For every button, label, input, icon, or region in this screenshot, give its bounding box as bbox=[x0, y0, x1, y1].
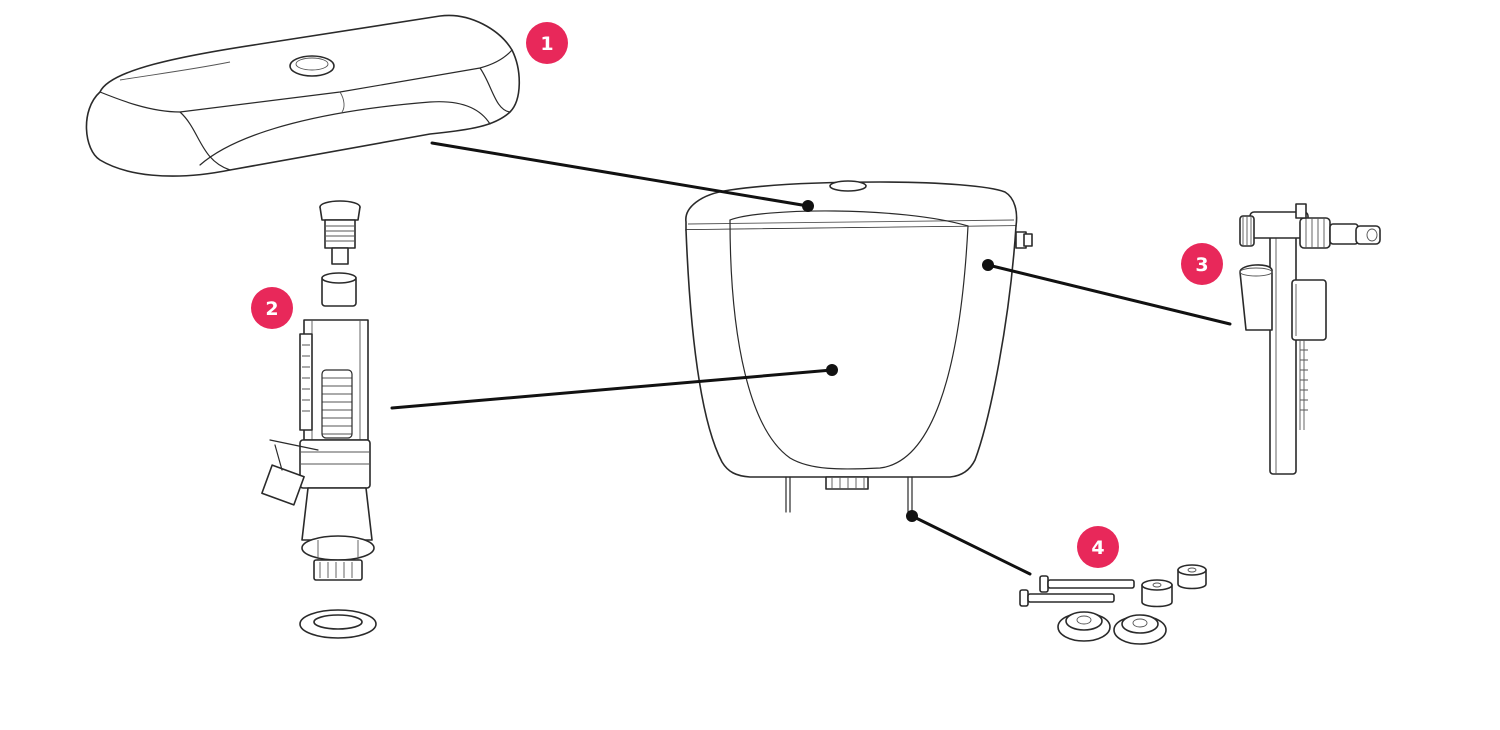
callout-number-3: 3 bbox=[1195, 254, 1208, 276]
leader-2 bbox=[390, 368, 834, 410]
leader-1 bbox=[430, 141, 810, 208]
leader-1-dot bbox=[802, 200, 814, 212]
mounting-kit-part bbox=[1019, 564, 1207, 645]
tank-lid-part bbox=[85, 14, 521, 177]
callout-number-1: 1 bbox=[540, 33, 553, 55]
flush-valve-part bbox=[261, 200, 377, 639]
callout-badge-2: 2 bbox=[251, 287, 293, 329]
callout-number-4: 4 bbox=[1091, 537, 1104, 559]
callout-badge-3: 3 bbox=[1181, 243, 1223, 285]
leader-3-dot bbox=[982, 259, 994, 271]
callout-badge-1: 1 bbox=[526, 22, 568, 64]
fill-valve-part bbox=[1239, 203, 1381, 475]
callout-badge-4: 4 bbox=[1077, 526, 1119, 568]
leader-2-dot bbox=[826, 364, 838, 376]
leader-4 bbox=[910, 514, 1032, 576]
leader-4-dot bbox=[906, 510, 918, 522]
leader-lines bbox=[390, 141, 1232, 576]
cistern-tank bbox=[685, 180, 1033, 513]
leader-3 bbox=[986, 263, 1232, 326]
callout-number-2: 2 bbox=[265, 298, 278, 320]
